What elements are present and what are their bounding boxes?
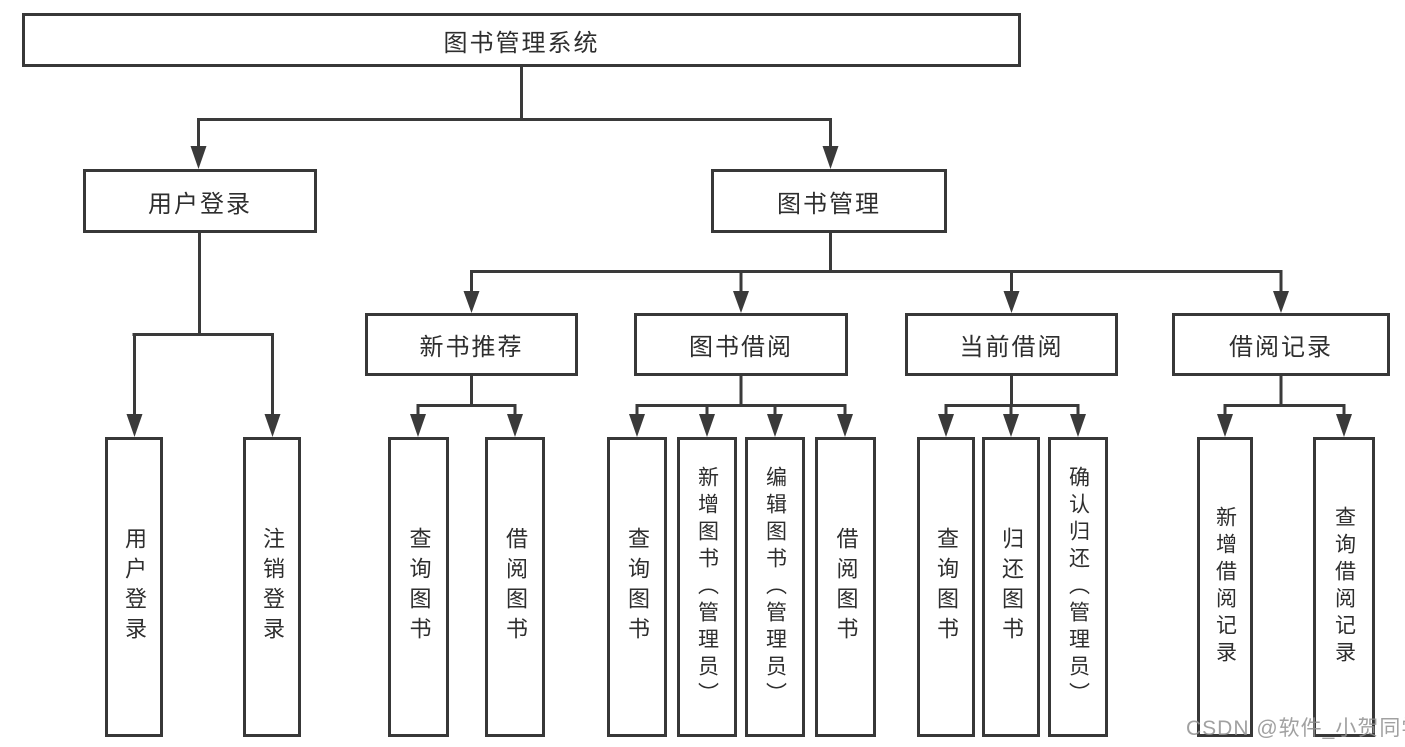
leaf-query-borrow-record: 查询借阅记录 xyxy=(1313,437,1375,737)
leaf-query-books-borrow: 查询图书 xyxy=(607,437,667,737)
arrowhead-book-borrow xyxy=(733,291,749,313)
leaf-add-borrow-record: 新增借阅记录 xyxy=(1197,437,1253,737)
arrowhead-newbook-leaf2 xyxy=(507,414,523,437)
node-borrow-records: 借阅记录 xyxy=(1172,313,1390,376)
arrowhead-new-book xyxy=(463,291,480,313)
node-root-system: 图书管理系统 xyxy=(22,13,1021,67)
arrowhead-leaf-login xyxy=(126,414,143,437)
leaf-add-books-admin: 新增图书（管理员） xyxy=(677,437,737,737)
arrowhead-borrow-leaf4 xyxy=(837,414,853,437)
arrowhead-current-leaf3 xyxy=(1070,414,1086,437)
leaf-borrow-books-recommend: 借阅图书 xyxy=(485,437,545,737)
leaf-return-books: 归还图书 xyxy=(982,437,1040,737)
arrowhead-newbook-leaf1 xyxy=(410,414,426,437)
leaf-query-books-current: 查询图书 xyxy=(917,437,975,737)
node-new-book-recommend: 新书推荐 xyxy=(365,313,578,376)
arrowhead-borrow-records xyxy=(1273,291,1289,313)
node-current-borrow: 当前借阅 xyxy=(905,313,1118,376)
csdn-watermark: CSDN @软件_小贺同学 xyxy=(1186,717,1405,740)
leaf-confirm-return-admin: 确认归还（管理员） xyxy=(1048,437,1108,737)
leaf-query-books-recommend: 查询图书 xyxy=(388,437,449,737)
leaf-logout: 注销登录 xyxy=(243,437,301,737)
node-book-borrow: 图书借阅 xyxy=(634,313,848,376)
arrowhead-current-leaf1 xyxy=(938,414,954,437)
leaf-borrow-books: 借阅图书 xyxy=(815,437,876,737)
leaf-edit-books-admin: 编辑图书（管理员） xyxy=(745,437,805,737)
leaf-user-login: 用户登录 xyxy=(105,437,163,737)
node-book-management: 图书管理 xyxy=(711,169,947,233)
arrowhead-borrow-leaf2 xyxy=(699,414,715,437)
arrowhead-book-mgmt xyxy=(822,146,839,169)
arrowhead-borrow-leaf3 xyxy=(767,414,783,437)
arrowhead-user-login xyxy=(190,146,207,169)
arrowhead-records-leaf2 xyxy=(1336,414,1352,437)
arrowhead-current-leaf2 xyxy=(1003,414,1019,437)
arrowhead-leaf-logout xyxy=(264,414,281,437)
node-user-login: 用户登录 xyxy=(83,169,317,233)
arrowhead-records-leaf1 xyxy=(1217,414,1233,437)
arrowhead-current-borrow xyxy=(1003,291,1020,313)
arrowhead-borrow-leaf1 xyxy=(629,414,645,437)
